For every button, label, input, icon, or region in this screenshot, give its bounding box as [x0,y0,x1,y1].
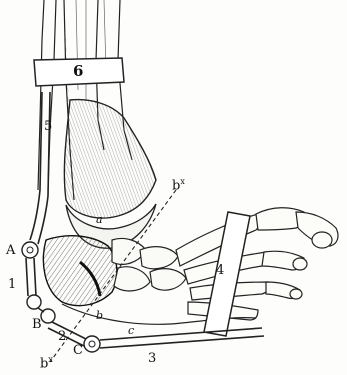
label-b: b [96,310,103,321]
label-bx-top: bx [172,178,185,192]
label-a: a [96,214,103,225]
label-6: 6 [73,64,83,79]
calcaneus-bone [43,236,117,306]
label-1: 1 [8,278,16,291]
splint-lower-arm [26,258,36,296]
midfoot-bones [112,238,186,290]
foot-plate-3 [100,328,264,348]
label-4: 4 [216,264,224,277]
joint-c-hinge [84,336,100,352]
label-5: 5 [44,120,52,133]
label-A: A [6,244,15,257]
toe-bones [176,208,338,320]
tibia-lower-end [64,100,156,218]
label-B: B [32,318,42,331]
joint-a-hinge [22,242,38,258]
label-C: C [73,344,83,357]
label-bx-bottom: bx [40,356,53,370]
label-2: 2 [58,330,66,343]
label-3: 3 [148,352,156,365]
label-c: c [128,325,134,336]
